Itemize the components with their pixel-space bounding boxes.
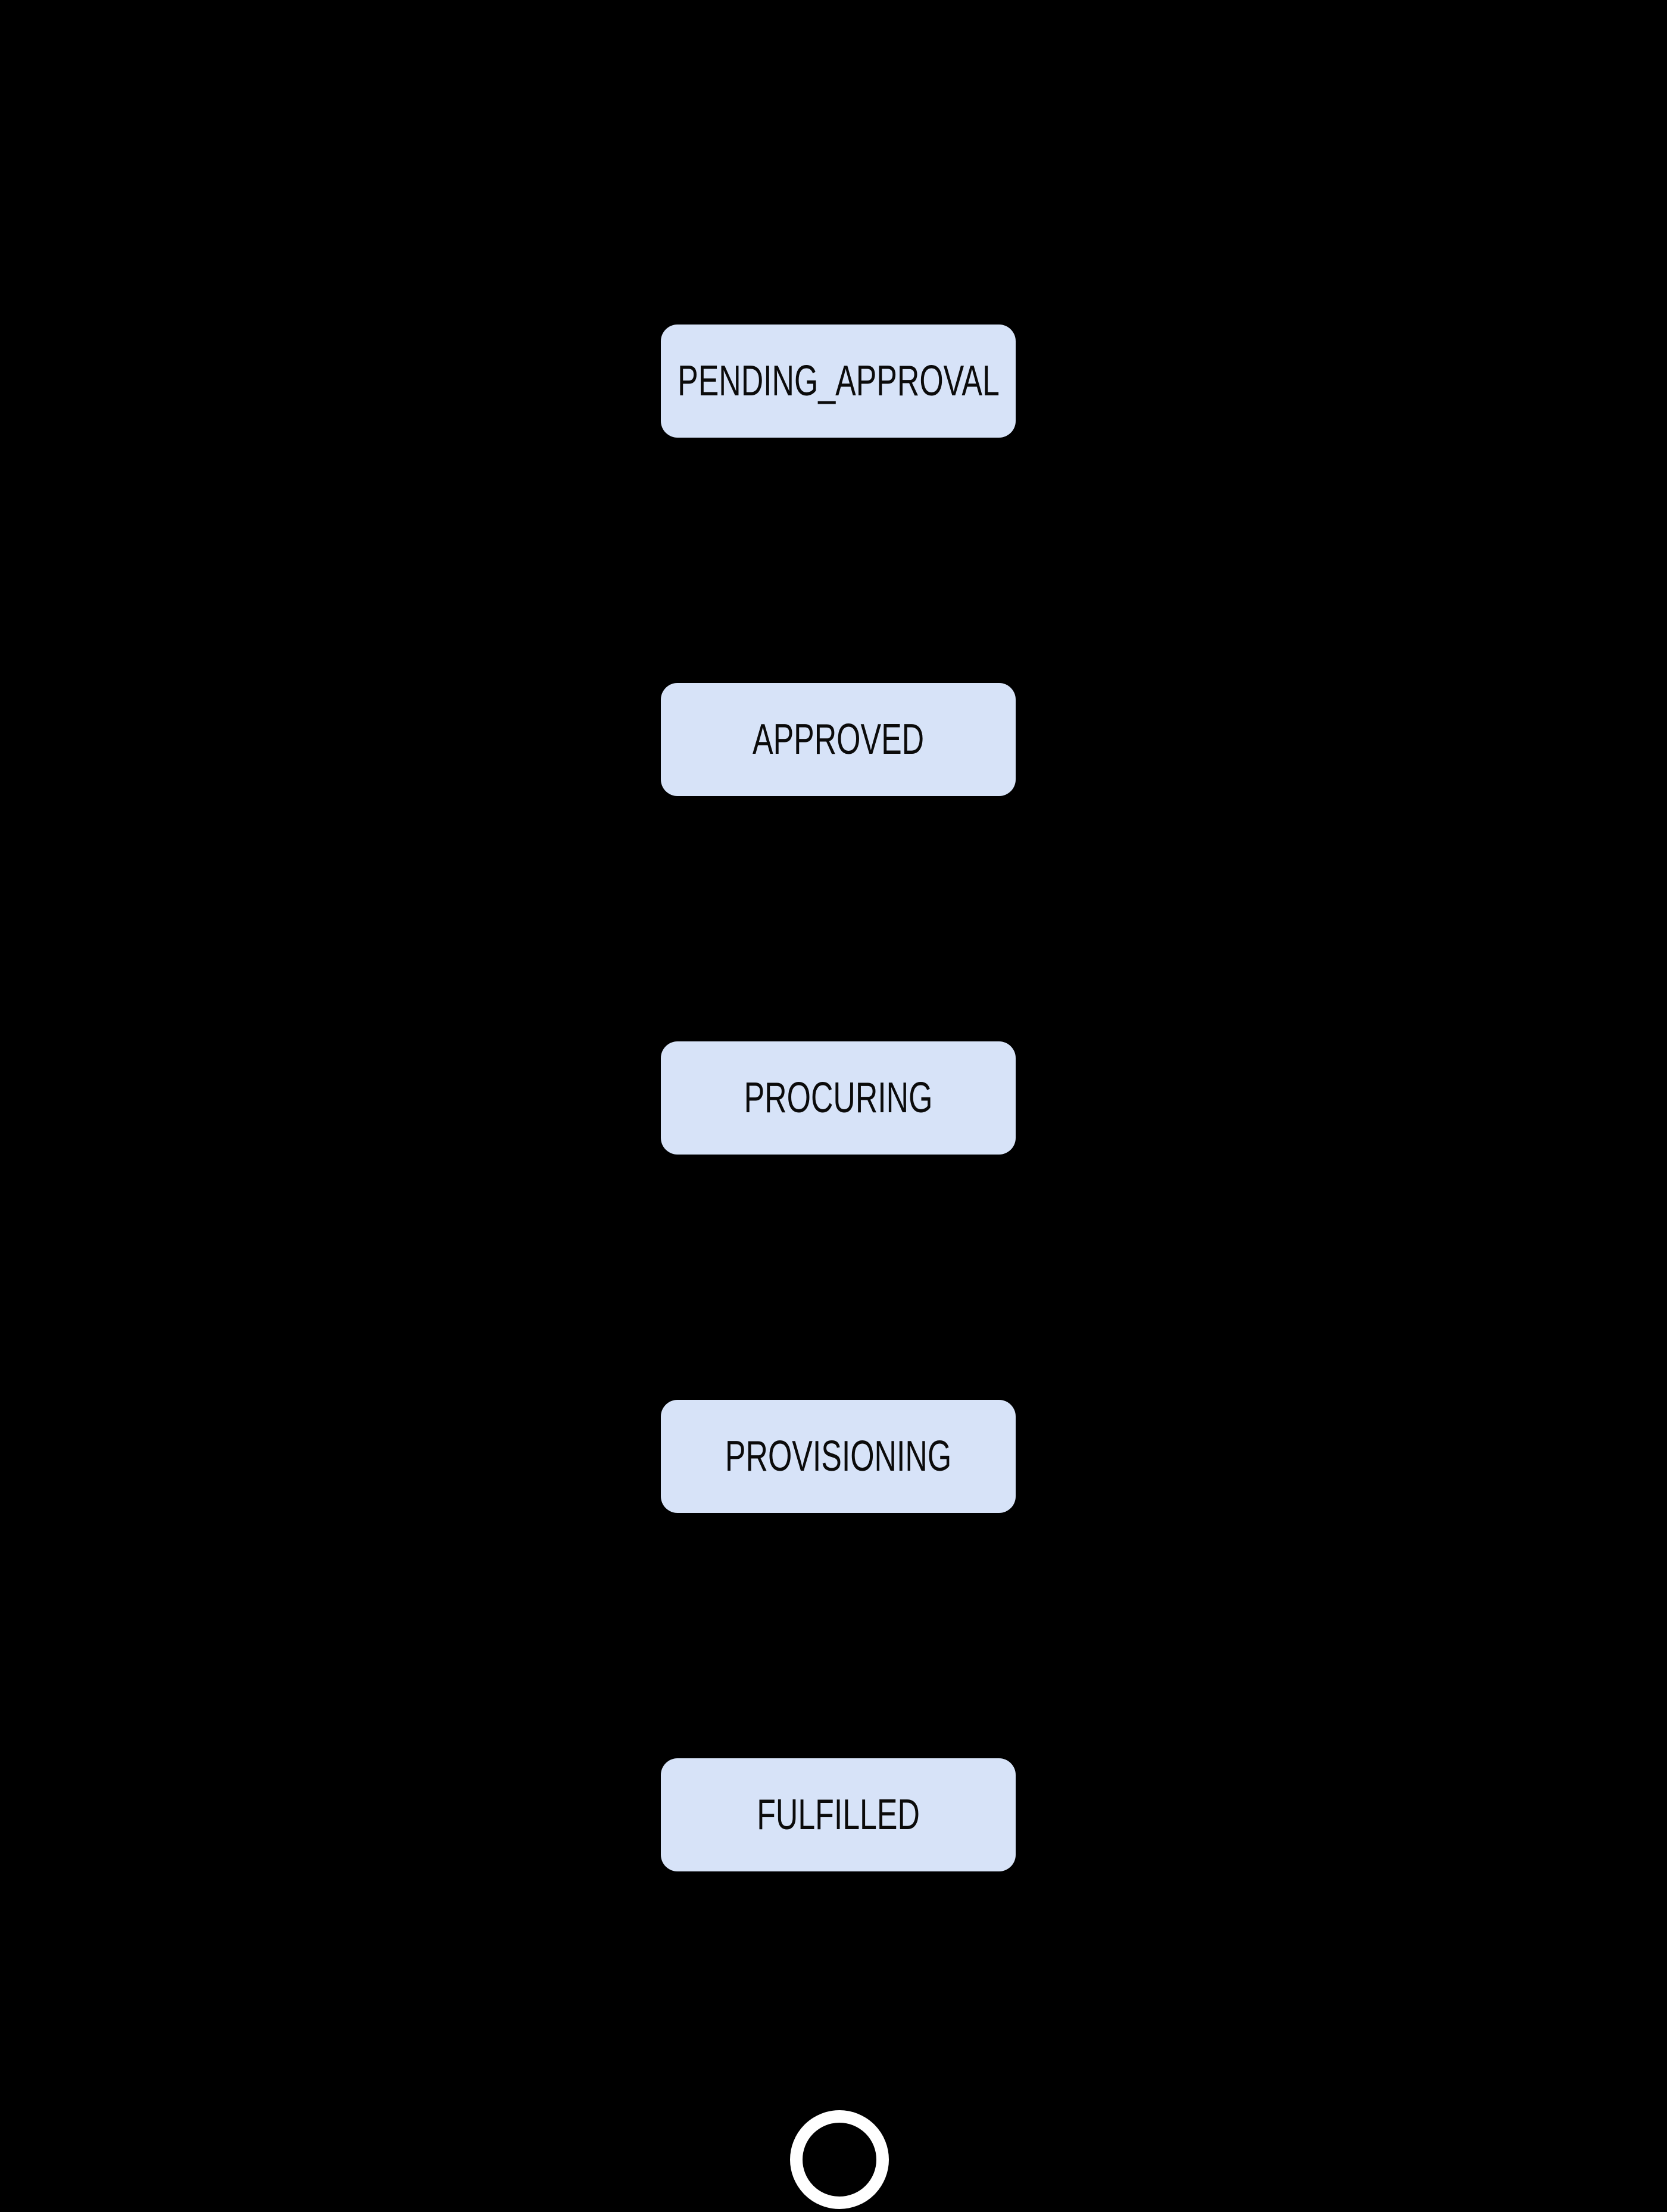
state-label: PROVISIONING — [725, 1433, 952, 1480]
state-node-pending-approval: PENDING_APPROVAL — [661, 325, 1016, 438]
state-node-fulfilled: FULFILLED — [661, 1758, 1016, 1871]
state-node-provisioning: PROVISIONING — [661, 1400, 1016, 1513]
state-node-procuring: PROCURING — [661, 1041, 1016, 1155]
state-label: PROCURING — [744, 1074, 933, 1122]
state-label: APPROVED — [752, 716, 925, 763]
state-label: FULFILLED — [757, 1791, 920, 1839]
state-node-approved: APPROVED — [661, 683, 1016, 796]
state-label: PENDING_APPROVAL — [677, 357, 1000, 405]
final-state-ring-icon — [790, 2110, 889, 2209]
